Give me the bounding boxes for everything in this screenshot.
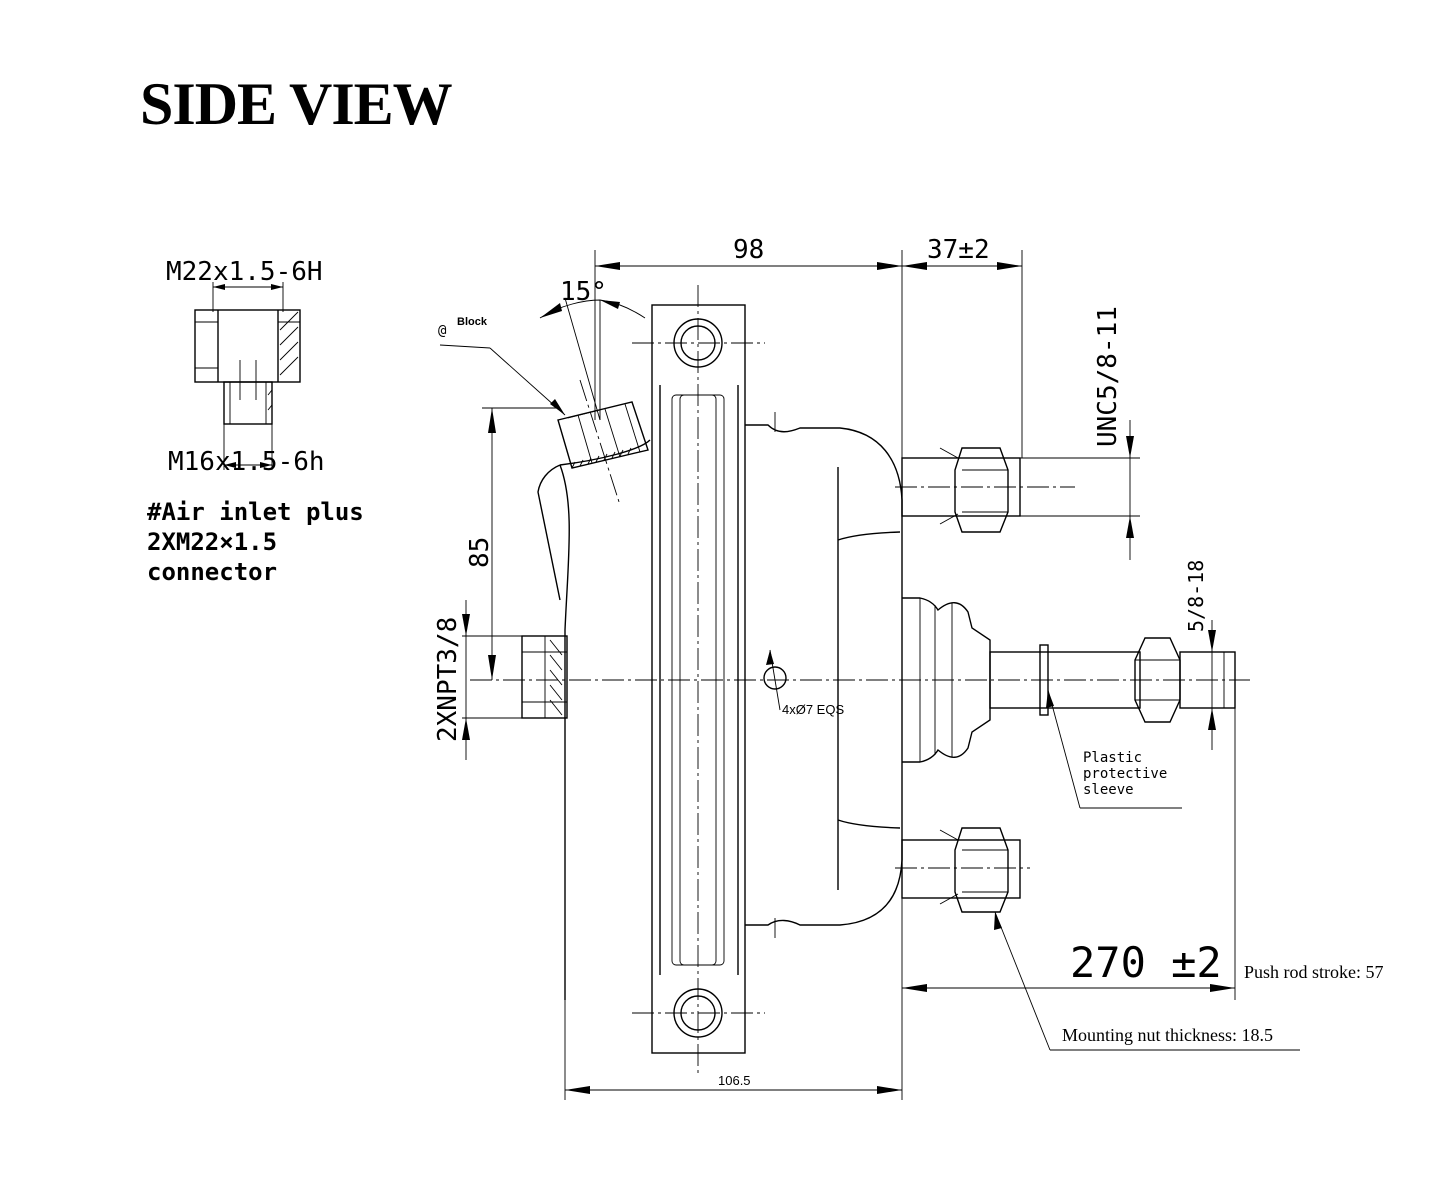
nut-thickness-label: Mounting nut thickness: 18.5 [1062,1025,1273,1045]
dim-holes-label: 4xØ7 EQS [782,702,844,717]
dim-overall: 270 ±2 [902,708,1236,1000]
upper-mounting-stud [901,447,1021,533]
inlet-note-line3: connector [147,558,278,586]
dim-angle-label: 15° [560,277,607,307]
dim-port-thread: 2XNPT3/8 [433,600,522,760]
dim-270-label: 270 ±2 [1070,938,1222,987]
dim-port-label: 2XNPT3/8 [433,617,463,742]
push-rod-stroke-label: Push rod stroke: 57 [1244,962,1384,982]
dim-body-width: 98 [594,235,903,1100]
clamp-band [632,304,765,1054]
dim-rod-thread-label: 5/8-18 [1184,560,1208,632]
fitting-bottom-thread-label: M16x1.5-6h [168,447,325,477]
dim-rod-thread: 5/8-18 [1184,560,1235,750]
dim-holes: 4xØ7 EQS [766,649,844,717]
sleeve-callout: Plastic protective sleeve [1046,689,1182,809]
dim-angle: 15° [539,277,646,421]
inlet-fitting-detail: M22x1.5-6H M16x1.5-6h [166,257,325,477]
dim-85-label: 85 [465,537,495,568]
nut-callout: Mounting nut thickness: 18.5 [994,911,1300,1051]
dim-height-85: 85 [465,407,560,680]
dim-base-width: 106.5 [564,1000,902,1100]
page-title: SIDE VIEW [140,71,453,137]
sleeve-label-line1: Plastic [1083,750,1142,766]
left-port [521,635,568,719]
block-label: Block [457,316,488,328]
dim-37-label: 37±2 [927,235,990,265]
dim-stud-thread-label: UNC5/8-11 [1093,306,1123,447]
sleeve-label-line2: protective [1083,766,1167,782]
inlet-note-line2: 2XM22×1.5 [147,528,278,556]
lower-mounting-stud [901,827,1021,913]
dim-106-label: 106.5 [718,1073,751,1088]
inlet-note-line1: #Air inlet plus [147,498,364,526]
dim-98-label: 98 [733,235,764,265]
sleeve-label-line3: sleeve [1083,782,1134,798]
fitting-top-thread-label: M22x1.5-6H [166,257,323,287]
svg-text:@: @ [438,323,447,339]
air-inlet-port [557,401,649,469]
mounting-hole-symbol [763,666,787,690]
chamber-body [537,412,903,1000]
inlet-axis [579,379,621,506]
dim-stud-length: 37±2 [902,235,1023,458]
push-rod-assembly [902,597,1236,763]
block-callout: @ Block [438,316,566,416]
dim-stud-thread: UNC5/8-11 [1020,306,1140,560]
